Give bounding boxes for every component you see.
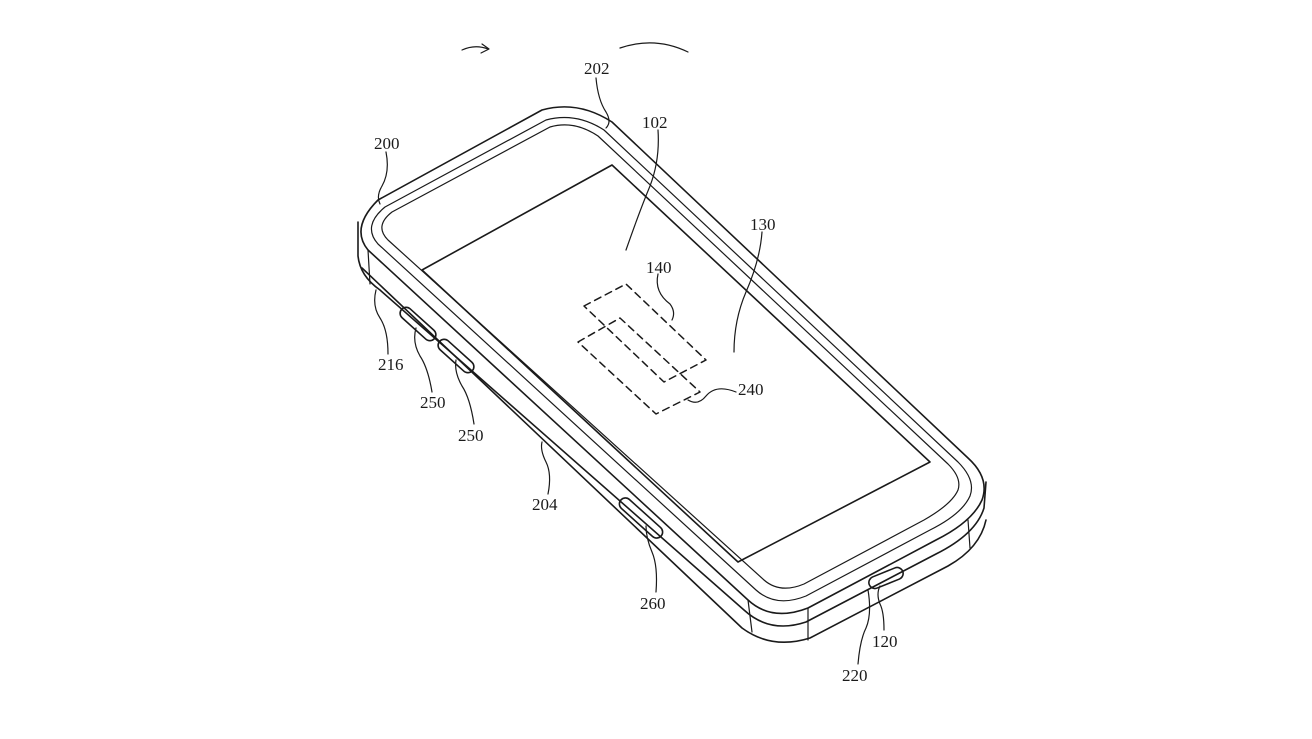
hidden-components bbox=[577, 283, 707, 415]
ref-260: 260 bbox=[640, 594, 666, 613]
ref-130: 130 bbox=[750, 215, 776, 234]
bottom-port bbox=[868, 566, 904, 590]
ref-220: 220 bbox=[842, 666, 868, 685]
ref-250-lower: 250 bbox=[458, 426, 484, 445]
ref-102: 102 bbox=[642, 113, 668, 132]
reference-numerals: 202 102 200 130 140 240 216 250 250 204 … bbox=[374, 59, 898, 685]
display-screen bbox=[421, 164, 931, 563]
ref-140: 140 bbox=[646, 258, 672, 277]
ref-216: 216 bbox=[378, 355, 404, 374]
ref-120: 120 bbox=[872, 632, 898, 651]
ref-250-upper: 250 bbox=[420, 393, 446, 412]
volume-button-upper bbox=[399, 306, 437, 342]
ref-204: 204 bbox=[532, 495, 558, 514]
leader-lines bbox=[374, 77, 885, 665]
volume-button-lower bbox=[437, 338, 475, 374]
ref-240: 240 bbox=[738, 380, 764, 399]
component-140 bbox=[583, 283, 707, 383]
device-case bbox=[357, 106, 987, 644]
side-buttons bbox=[399, 306, 904, 590]
top-arrows bbox=[461, 42, 689, 54]
component-240 bbox=[577, 317, 701, 415]
side-button-260 bbox=[618, 497, 664, 539]
ref-200: 200 bbox=[374, 134, 400, 153]
ref-202: 202 bbox=[584, 59, 610, 78]
